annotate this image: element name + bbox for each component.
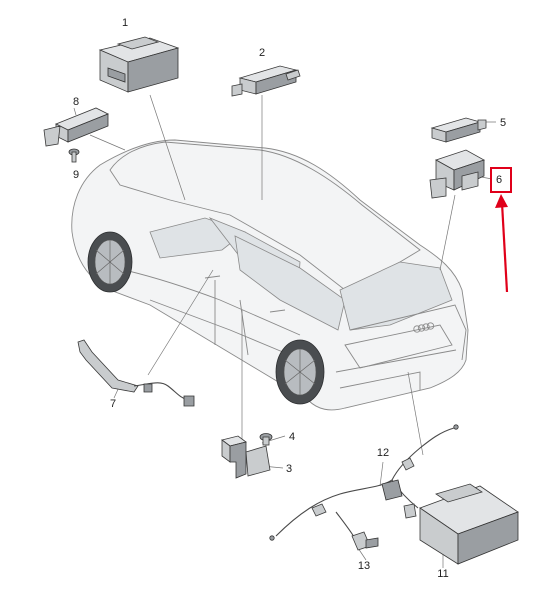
part-5-sensor[interactable]	[430, 117, 487, 143]
label-13: 13	[358, 560, 370, 572]
part-4-screw[interactable]	[259, 433, 273, 446]
rear-wheel	[275, 339, 325, 405]
part-13-sensor[interactable]	[335, 511, 379, 551]
label-1: 1	[122, 17, 128, 29]
car-illustration	[71, 139, 469, 411]
label-3: 3	[286, 463, 292, 475]
part-12-cable-harness[interactable]	[269, 424, 459, 541]
brand-rings-emblem	[413, 322, 435, 333]
label-12: 12	[377, 447, 389, 459]
part-11-control-unit[interactable]	[419, 483, 519, 565]
highlight-arrow-head	[495, 194, 508, 208]
part-labels: 1 2 8 9 5 6 7 4 3 12 13 11	[73, 17, 506, 580]
label-6: 6	[496, 174, 502, 186]
part-7-wiring-harness[interactable]	[77, 339, 195, 407]
label-8: 8	[73, 96, 79, 108]
highlight-arrow-shaft	[500, 202, 509, 293]
part-3-bracket[interactable]	[221, 435, 271, 479]
label-2: 2	[259, 47, 265, 59]
front-wheel	[87, 231, 133, 293]
part-6-sensor-bracket[interactable]	[429, 149, 485, 199]
part-2-sensor[interactable]	[231, 65, 301, 97]
part-1-control-unit[interactable]	[98, 36, 180, 93]
highlight-annotation	[490, 167, 512, 293]
label-4: 4	[289, 431, 295, 443]
label-7: 7	[110, 398, 116, 410]
part-8-module-bracket[interactable]	[43, 107, 109, 147]
highlight-box	[490, 167, 512, 193]
label-5: 5	[500, 117, 506, 129]
part-9-bolt[interactable]	[68, 148, 80, 163]
label-9: 9	[73, 169, 79, 181]
label-11: 11	[437, 568, 448, 580]
